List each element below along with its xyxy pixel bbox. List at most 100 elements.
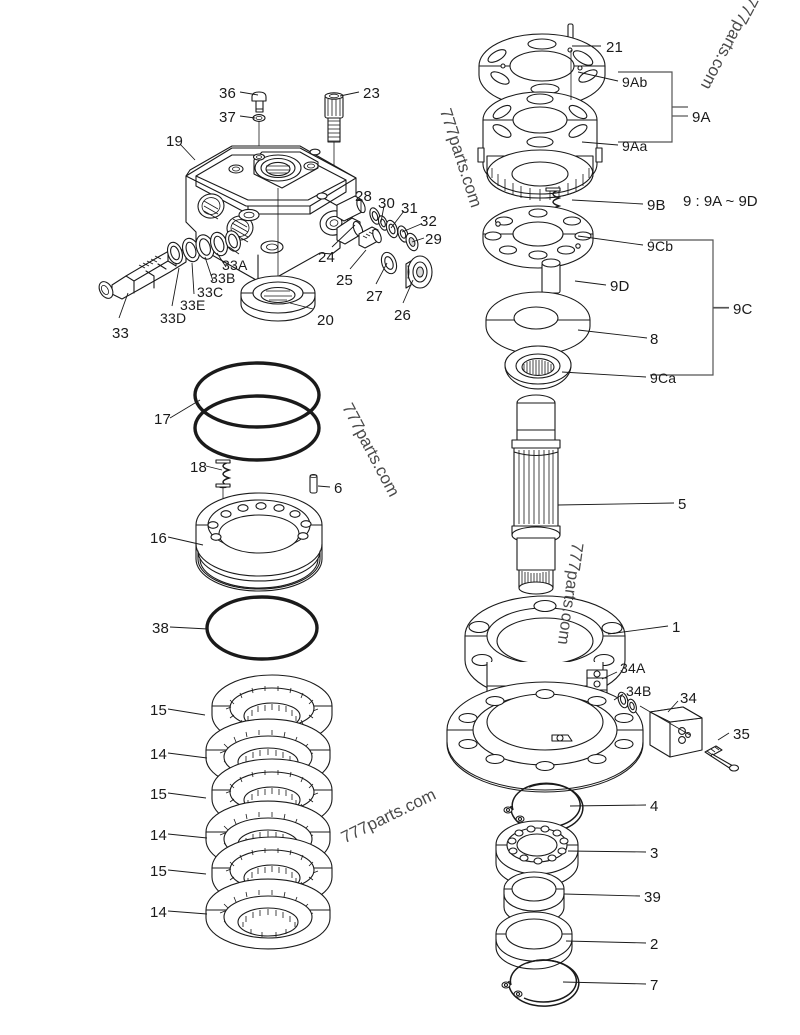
callout-label-9Ca: 9Ca xyxy=(650,370,677,386)
leader-line-17 xyxy=(169,399,201,419)
callout-label-9C: 9C xyxy=(733,301,753,318)
callout-label-15: 15 xyxy=(150,786,168,803)
callout-label-8: 8 xyxy=(650,331,659,348)
leader-line-39 xyxy=(563,893,641,897)
part-8-thrust-plate xyxy=(485,291,591,355)
leader-line-24 xyxy=(331,224,356,248)
leader-line-33A xyxy=(228,246,240,255)
leader-line-30 xyxy=(380,205,385,223)
part-16-bearing-race xyxy=(195,492,323,592)
leader-line-6 xyxy=(317,485,331,488)
leader-line-9Aa xyxy=(581,141,619,146)
callout-label-14: 14 xyxy=(150,904,168,921)
part-17-oring-lower xyxy=(193,394,321,462)
leader-line-34B xyxy=(613,693,624,701)
callout-label-32: 32 xyxy=(420,213,438,230)
leader-line-33E xyxy=(191,262,195,295)
leader-line-33B xyxy=(216,252,227,268)
callout-label-27: 27 xyxy=(366,288,384,305)
leader-line-4 xyxy=(569,804,647,807)
callout-label-38: 38 xyxy=(152,620,170,637)
part-20-bearing xyxy=(240,188,316,322)
part-35-bolt xyxy=(704,745,740,772)
leader-line-14 xyxy=(167,833,208,839)
leader-line-32 xyxy=(401,223,422,233)
callout-label-34A: 34A xyxy=(620,660,646,676)
callout-label-20: 20 xyxy=(317,312,335,329)
callout-label-23: 23 xyxy=(363,85,381,102)
callout-label-35: 35 xyxy=(733,726,751,743)
part-34-valve-block xyxy=(639,705,703,758)
leader-line-35 xyxy=(717,732,730,741)
leader-line-16 xyxy=(167,536,204,546)
callout-label-36: 36 xyxy=(219,85,237,102)
callout-label-3: 3 xyxy=(650,845,659,862)
callout-label-33A: 33A xyxy=(222,257,248,273)
callout-label-7: 7 xyxy=(650,977,659,994)
callout-label-21: 21 xyxy=(606,39,624,56)
part-34A-34B-orings xyxy=(617,691,637,714)
callout-label-39: 39 xyxy=(644,889,662,906)
part-27-oring xyxy=(380,251,398,275)
leader-line-9B xyxy=(571,199,644,205)
callout-label-1: 1 xyxy=(672,619,681,636)
callout-label-5: 5 xyxy=(678,496,687,513)
leader-line-33C xyxy=(204,256,214,282)
group-note-9: 9 : 9A ~ 9D xyxy=(683,193,758,210)
callout-label-30: 30 xyxy=(378,195,396,212)
callout-label-26: 26 xyxy=(394,307,412,324)
callout-label-6: 6 xyxy=(334,480,343,497)
group-bracket-layer xyxy=(618,71,729,376)
bottom-stack-group xyxy=(495,782,584,1007)
leader-line-8 xyxy=(577,329,648,339)
plate-14-c xyxy=(205,878,331,950)
leader-line-18 xyxy=(205,465,223,471)
callout-label-2: 2 xyxy=(650,936,659,953)
callout-label-14: 14 xyxy=(150,827,168,844)
callout-label-34B: 34B xyxy=(626,683,652,699)
part-17-oring-upper xyxy=(193,361,321,429)
callout-label-17: 17 xyxy=(154,411,172,428)
part-24-25-spool-plunger xyxy=(336,217,382,249)
leader-line-20 xyxy=(289,302,314,310)
leader-line-14 xyxy=(167,752,208,759)
leader-line-37 xyxy=(239,115,256,119)
leader-line-34 xyxy=(667,700,679,713)
callout-label-33B: 33B xyxy=(210,270,236,286)
leader-line-layer xyxy=(118,45,730,985)
part-23-socket-bolt xyxy=(324,92,344,205)
callout-label-9Aa: 9Aa xyxy=(622,138,648,154)
part-26-plug xyxy=(405,255,433,289)
part-33-seal-rings xyxy=(166,230,241,265)
leader-line-27 xyxy=(375,262,388,285)
callout-label-29: 29 xyxy=(425,231,443,248)
callout-label-25: 25 xyxy=(336,272,354,289)
leader-line-5 xyxy=(557,502,675,506)
leader-line-29 xyxy=(411,237,425,243)
part-6-dowel-pin xyxy=(309,473,318,494)
callout-label-9B: 9B xyxy=(647,197,666,214)
leader-line-9Cb xyxy=(577,235,644,246)
part-28-sleeve xyxy=(336,195,366,222)
callout-label-18: 18 xyxy=(190,459,208,476)
leader-line-19 xyxy=(179,143,196,161)
callout-label-19: 19 xyxy=(166,133,184,150)
leader-line-33D xyxy=(171,267,180,307)
callout-label-15: 15 xyxy=(150,702,168,719)
part-9Ca-spherical-bushing xyxy=(504,345,572,390)
leader-line-2 xyxy=(565,940,647,944)
leader-line-26 xyxy=(402,279,414,304)
bracket-9A xyxy=(618,71,688,143)
callout-label-15: 15 xyxy=(150,863,168,880)
leader-line-34A xyxy=(601,671,618,680)
valve-body-assembly-group xyxy=(98,91,433,322)
callout-label-28: 28 xyxy=(355,188,373,205)
plate-stack-group xyxy=(205,674,333,950)
leader-line-9Ab xyxy=(577,71,619,82)
callout-label-33D: 33D xyxy=(160,310,187,326)
part-7-snap-ring xyxy=(501,959,580,1007)
part-36-plug xyxy=(251,91,267,113)
part-9Cb-retainer-plate xyxy=(482,205,594,269)
rotary-group-9 xyxy=(477,23,606,390)
